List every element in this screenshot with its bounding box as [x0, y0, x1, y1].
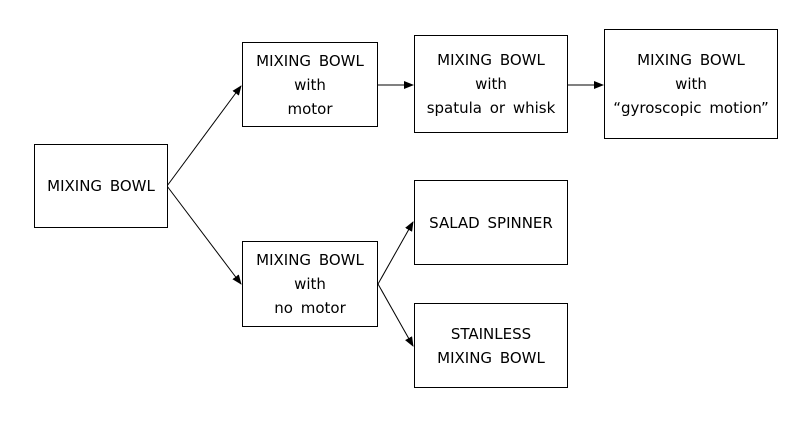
node-label: “gyroscopic motion”	[613, 99, 769, 117]
node-label: MIXING BOWL	[47, 177, 155, 195]
node-salad-spinner: SALAD SPINNER	[414, 180, 568, 265]
node-label: with	[675, 75, 707, 93]
node-label: MIXING BOWL	[256, 51, 364, 70]
node-label: with	[294, 75, 326, 94]
node-label: MIXING BOWL	[437, 348, 545, 367]
edge-no-motor-to-stainless	[377, 283, 414, 347]
node-label: MIXING BOWL	[637, 51, 745, 69]
edge-no-motor-to-salad	[377, 221, 414, 285]
node-mixing-bowl-with-gyroscopic-motion: MIXING BOWL with “gyroscopic motion”	[604, 29, 778, 139]
node-mixing-bowl-with-motor: MIXING BOWL with motor	[242, 42, 378, 127]
node-label: with	[475, 75, 507, 93]
edge-root-to-no-motor	[166, 185, 242, 285]
node-label: SALAD SPINNER	[429, 213, 553, 232]
node-stainless-mixing-bowl: STAINLESS MIXING BOWL	[414, 303, 568, 388]
node-label: no motor	[274, 299, 346, 317]
node-label: MIXING BOWL	[437, 51, 545, 69]
node-label: spatula or whisk	[426, 99, 556, 117]
node-label: STAINLESS	[450, 324, 532, 343]
node-label: MIXING BOWL	[256, 251, 364, 269]
node-mixing-bowl-with-no-motor: MIXING BOWL with no motor	[242, 241, 378, 327]
node-label: with	[294, 275, 326, 293]
node-label: motor	[287, 99, 333, 118]
node-mixing-bowl: MIXING BOWL	[34, 144, 168, 228]
node-mixing-bowl-with-spatula-or-whisk: MIXING BOWL with spatula or whisk	[414, 35, 568, 133]
edge-root-to-motor	[166, 85, 242, 187]
